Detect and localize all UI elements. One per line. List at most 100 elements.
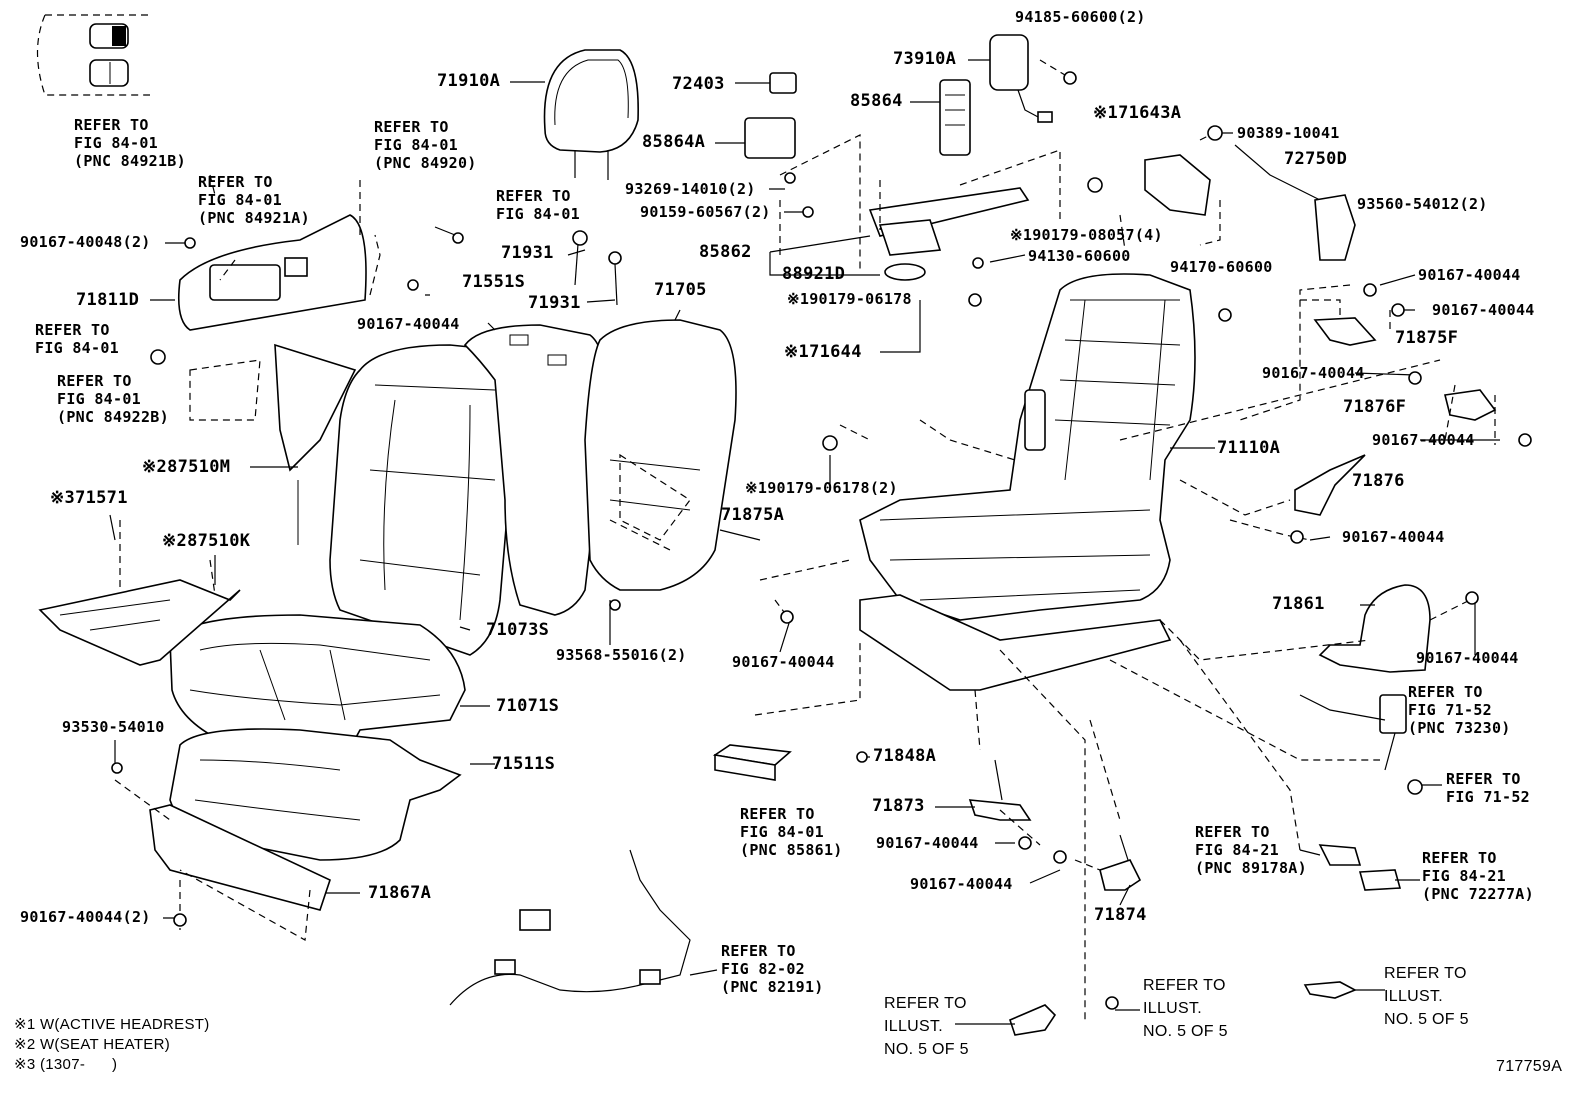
label-94170: 94170-60600 bbox=[1170, 258, 1273, 276]
label-71073s: 71073S bbox=[486, 620, 550, 640]
ref-fig-84-01-84921a[interactable]: REFER TO FIG 84-01 (PNC 84921A) bbox=[198, 173, 310, 227]
headrest-actuator-part bbox=[989, 34, 1053, 123]
label-90167-c1: 90167-40044 bbox=[876, 834, 979, 852]
label-90167-r3: 90167-40044 bbox=[1262, 364, 1365, 382]
label-90167-m1: 90167-40044 bbox=[732, 653, 835, 671]
label-90167-40048: 90167-40048(2) bbox=[20, 233, 151, 251]
bracket-71873-part bbox=[968, 759, 1032, 821]
seatback-cover-part bbox=[329, 344, 517, 656]
knob-part bbox=[1318, 584, 1431, 673]
label-71110a: 71110A bbox=[1217, 438, 1281, 458]
label-71705: 71705 bbox=[654, 280, 707, 300]
label-90167-r6: 90167-40044 bbox=[1416, 649, 1519, 667]
label-94130: 94130-60600 bbox=[1028, 247, 1131, 265]
label-71861: 71861 bbox=[1272, 594, 1325, 614]
ref-fig-82-02-82191[interactable]: REFER TO FIG 82-02 (PNC 82191) bbox=[721, 942, 824, 996]
label-90389: 90389-10041 bbox=[1237, 124, 1340, 142]
ref-fig-71-52-73230[interactable]: REFER TO FIG 71-52 (PNC 73230) bbox=[1408, 683, 1511, 737]
label-71874: 71874 bbox=[1094, 905, 1147, 925]
ref-illust-5-c[interactable]: REFER TO ILLUST. NO. 5 OF 5 bbox=[1384, 965, 1469, 1028]
ref-fig-84-01-a[interactable]: REFER TO FIG 84-01 bbox=[496, 187, 580, 223]
label-71071s: 71071S bbox=[496, 696, 560, 716]
label-90167-r5: 90167-40044 bbox=[1342, 528, 1445, 546]
label-71511s: 71511S bbox=[492, 754, 556, 774]
seat-cushion-cover-part bbox=[169, 614, 466, 766]
leader-lines bbox=[109, 59, 1500, 1025]
seatbelt-buckle-part bbox=[1299, 694, 1407, 771]
label-94185: 94185-60600(2) bbox=[1015, 8, 1146, 26]
label-71931a: 71931 bbox=[501, 243, 554, 263]
label-71931b: 71931 bbox=[528, 293, 581, 313]
label-71811d: 71811D bbox=[76, 290, 140, 310]
label-71551s: 71551S bbox=[462, 272, 526, 292]
label-71848a: 71848A bbox=[873, 746, 937, 766]
ref-fig-84-01-85861[interactable]: REFER TO FIG 84-01 (PNC 85861) bbox=[740, 805, 843, 859]
label-90167-bl: 90167-40044(2) bbox=[20, 908, 151, 926]
label-71876f: 71876F bbox=[1343, 397, 1407, 417]
label-90179-06178-2: ※190179-06178(2) bbox=[745, 479, 898, 497]
label-85864: 85864 bbox=[850, 91, 903, 111]
cushion-shield-part bbox=[149, 804, 331, 911]
ref-illust-5-a[interactable]: REFER TO ILLUST. NO. 5 OF 5 bbox=[884, 995, 969, 1058]
dashed-guides bbox=[114, 59, 1496, 1020]
ref-fig-84-21-89178a[interactable]: REFER TO FIG 84-21 (PNC 89178A) bbox=[1195, 823, 1307, 877]
label-73910a: 73910A bbox=[893, 49, 957, 69]
label-93269: 93269-14010(2) bbox=[625, 180, 756, 198]
label-93568: 93568-55016(2) bbox=[556, 646, 687, 664]
headrest-link-part bbox=[1144, 154, 1211, 216]
label-71910a: 71910A bbox=[437, 71, 501, 91]
harness-part bbox=[449, 849, 691, 1006]
ref-fig-84-21-72277a[interactable]: REFER TO FIG 84-21 (PNC 72277A) bbox=[1422, 849, 1534, 903]
label-93560: 93560-54012(2) bbox=[1357, 195, 1488, 213]
diagram-id: 717759A bbox=[1496, 1058, 1563, 1075]
ref-illust-5-b[interactable]: REFER TO ILLUST. NO. 5 OF 5 bbox=[1143, 977, 1228, 1040]
label-90167-c2: 90167-40044 bbox=[910, 875, 1013, 893]
fastener-bolts bbox=[111, 71, 1532, 1010]
note-date-range: ※3 (1307- ) bbox=[14, 1056, 118, 1073]
ref-fig-84-01-84920[interactable]: REFER TO FIG 84-01 (PNC 84920) bbox=[374, 118, 477, 172]
ref-fig-84-01-84922b[interactable]: REFER TO FIG 84-01 (PNC 84922B) bbox=[57, 372, 169, 426]
motor-part bbox=[939, 79, 971, 156]
label-71873: 71873 bbox=[872, 796, 925, 816]
lumbar-adjuster-part bbox=[868, 187, 1030, 281]
ref-fig-84-01-b[interactable]: REFER TO FIG 84-01 bbox=[35, 321, 119, 357]
lever-part bbox=[1294, 454, 1366, 516]
label-71644: ※171644 bbox=[784, 342, 862, 362]
label-90167-r2: 90167-40044 bbox=[1432, 301, 1535, 319]
label-71571: ※371571 bbox=[50, 488, 128, 508]
heater-mat-part bbox=[38, 579, 241, 666]
label-93530: 93530-54010 bbox=[62, 718, 165, 736]
label-71867a: 71867A bbox=[368, 883, 432, 903]
label-90167-r1: 90167-40044 bbox=[1418, 266, 1521, 284]
headrest-part bbox=[543, 49, 639, 180]
label-90167-r4: 90167-40044 bbox=[1372, 431, 1475, 449]
ref-fig-84-01-84921b[interactable]: REFER TO FIG 84-01 (PNC 84921B) bbox=[74, 116, 186, 170]
cover-box-part bbox=[712, 744, 792, 781]
ref-fig-71-52[interactable]: REFER TO FIG 71-52 bbox=[1446, 770, 1530, 806]
label-87510m: ※287510M bbox=[142, 457, 231, 477]
label-71875f: 71875F bbox=[1395, 328, 1459, 348]
link-cover-part bbox=[1313, 317, 1377, 346]
seat-frame-part bbox=[859, 273, 1196, 691]
note-seat-heater: ※2 W(SEAT HEATER) bbox=[14, 1036, 171, 1053]
back-heater-mat-part bbox=[274, 343, 357, 545]
bracket-71874-part bbox=[1099, 834, 1142, 891]
side-shield-part bbox=[177, 214, 367, 331]
label-88921d: 88921D bbox=[782, 264, 846, 284]
label-90167-l1: 90167-40044 bbox=[357, 315, 460, 333]
label-90179-08057: ※190179-08057(4) bbox=[1010, 226, 1163, 244]
seatback-pad-part bbox=[463, 324, 607, 616]
label-72403: 72403 bbox=[672, 74, 725, 94]
label-90159: 90159-60567(2) bbox=[640, 203, 771, 221]
label-85862: 85862 bbox=[699, 242, 752, 262]
label-71875a: 71875A bbox=[721, 505, 785, 525]
hinge-cover-part bbox=[1444, 389, 1497, 421]
label-72750d: 72750D bbox=[1284, 149, 1348, 169]
seat-position-icon bbox=[36, 14, 150, 96]
label-87510k: ※287510K bbox=[162, 531, 251, 551]
label-90179-06178: ※190179-06178 bbox=[787, 290, 912, 308]
switch-bracket-part bbox=[744, 72, 797, 159]
label-71876: 71876 bbox=[1352, 471, 1405, 491]
bottom-covers-part bbox=[1009, 844, 1402, 1036]
